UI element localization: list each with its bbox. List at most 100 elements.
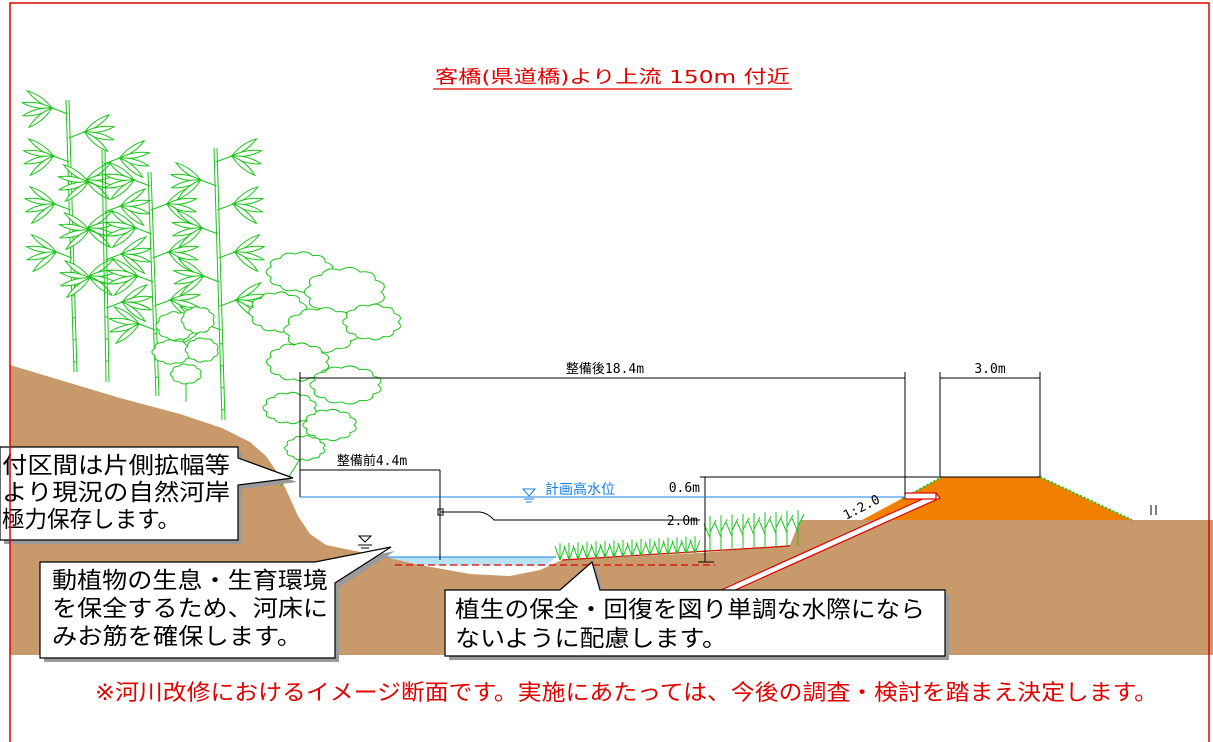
bamboo-branch — [217, 203, 234, 211]
bamboo-leaf — [27, 106, 54, 129]
bamboo-branch — [152, 251, 169, 259]
reed — [703, 516, 717, 552]
crest-width-line — [939, 372, 1041, 477]
bamboo-leaf — [230, 154, 257, 177]
tree-foliage — [184, 337, 219, 363]
reed — [769, 511, 783, 548]
levee-grass-right — [1039, 476, 1133, 521]
bamboo-branch — [138, 323, 156, 331]
plan-water-level-symbol-icon — [521, 488, 537, 503]
bamboo-branch — [150, 203, 168, 211]
bamboo-leaf — [177, 226, 204, 249]
grass-tuft — [608, 540, 620, 558]
shrub-foliage — [342, 303, 401, 341]
bamboo-branch — [200, 179, 217, 187]
grass-tuft — [662, 537, 674, 555]
footnote: ※河川改修におけるイメージ断面です。実施にあたっては、今後の調査・検討を踏まえ決… — [95, 681, 1158, 706]
shrub-foliage — [262, 391, 317, 425]
grass-tuft — [653, 538, 665, 556]
bamboo-branch — [53, 155, 70, 163]
plan-high-water-label: 計画高水位 — [545, 481, 615, 498]
bamboo-leaf — [29, 154, 55, 177]
grass-tuft — [563, 542, 575, 560]
bamboo-branch — [106, 301, 123, 309]
levee-embankment — [862, 477, 1132, 520]
bamboo-branch — [201, 227, 219, 235]
grass-tuft — [626, 539, 638, 557]
reed — [791, 510, 805, 547]
bamboo-leaf — [87, 274, 114, 297]
bamboo-leaf — [176, 178, 202, 201]
grass-tuft — [635, 539, 647, 557]
reed — [780, 510, 794, 547]
callout-vegetation: 植生の保全・回復を図り単調な水際になら ないように配慮します。 — [444, 560, 949, 660]
grass-tuft — [689, 536, 701, 554]
freeboard-label: 0.6m — [669, 481, 700, 496]
bamboo-leaf — [64, 228, 91, 251]
bamboo-leaf — [118, 156, 144, 179]
bamboo-leaf — [109, 178, 136, 201]
bamboo-branch — [154, 299, 171, 307]
grass-tuft — [554, 543, 566, 561]
bamboo-leaf — [111, 226, 137, 249]
bamboo-stalk — [101, 149, 110, 383]
grass-tuft — [671, 537, 683, 555]
callout-line: みお筋を確保します。 — [52, 624, 302, 650]
grass-tuft — [590, 541, 602, 559]
bamboo-leaf — [113, 274, 139, 297]
after-width-label: 整備後18.4m — [566, 361, 644, 377]
river-water — [386, 557, 556, 566]
planned-berm-band — [904, 492, 937, 500]
bamboo-leaf — [30, 202, 56, 225]
grass-tuft — [572, 542, 584, 560]
bamboo-branch — [89, 277, 106, 285]
shrub-foliage — [302, 408, 357, 442]
bamboo-branch — [215, 155, 233, 163]
diagram-title: 客橋(県道橋)より上流 150m 付近 — [435, 67, 790, 88]
bamboo-branch — [88, 181, 105, 189]
bamboo-branch — [218, 251, 235, 259]
crest-width-label: 3.0m — [974, 362, 1005, 377]
bamboo-leaf — [233, 250, 259, 273]
callout-bank-preservation: 付区間は片側拡幅等 より現況の自然河岸 極力保存します。 — [0, 446, 297, 544]
grass-tuft — [680, 536, 692, 554]
grass-tuft — [581, 541, 593, 559]
shrub-foliage — [284, 435, 326, 461]
bamboo-branch — [137, 275, 154, 283]
reed — [714, 515, 728, 552]
planned-bank-surface-line — [561, 545, 791, 561]
callout-box — [0, 446, 294, 541]
callout-box — [39, 546, 392, 659]
bamboo-leaf — [83, 130, 109, 153]
bamboo-branch — [104, 205, 121, 213]
callout-line: 付区間は片側拡幅等 — [2, 453, 230, 479]
bamboo-leaf — [31, 250, 58, 273]
bamboo-stalk — [147, 171, 160, 397]
bamboo-branch — [54, 203, 71, 211]
reed — [758, 512, 772, 549]
bamboo-stalk — [213, 147, 226, 421]
tree-foliage — [180, 306, 215, 334]
bamboo-leaf — [119, 204, 145, 227]
bamboo-branch — [105, 253, 122, 261]
bamboo-leaf — [120, 252, 146, 275]
existing-water-level-symbol-icon — [357, 535, 373, 549]
reed — [725, 514, 739, 551]
grass-tuft — [617, 539, 629, 558]
vegetation-group — [20, 89, 805, 561]
dimension-lines — [299, 372, 1041, 563]
callout-low-water-channel: 動植物の生息・生育環境 を保全するため、河床に みお筋を確保します。 — [39, 546, 395, 662]
callout-line: ないように配慮します。 — [455, 626, 727, 652]
page-frame — [9, 2, 1210, 742]
before-width-label: 整備前4.4m — [337, 453, 407, 469]
callout-line: より現況の自然河岸 — [2, 480, 230, 506]
callout-box — [444, 560, 946, 657]
bamboo-leaf — [64, 180, 90, 203]
callout-line: 極力保存します。 — [2, 507, 180, 533]
bamboo-branch — [68, 131, 85, 139]
ground-symbol-icon — [1150, 505, 1157, 515]
bamboo-branch — [103, 157, 120, 165]
existing-water-level-line — [440, 511, 700, 521]
reed — [736, 513, 750, 550]
